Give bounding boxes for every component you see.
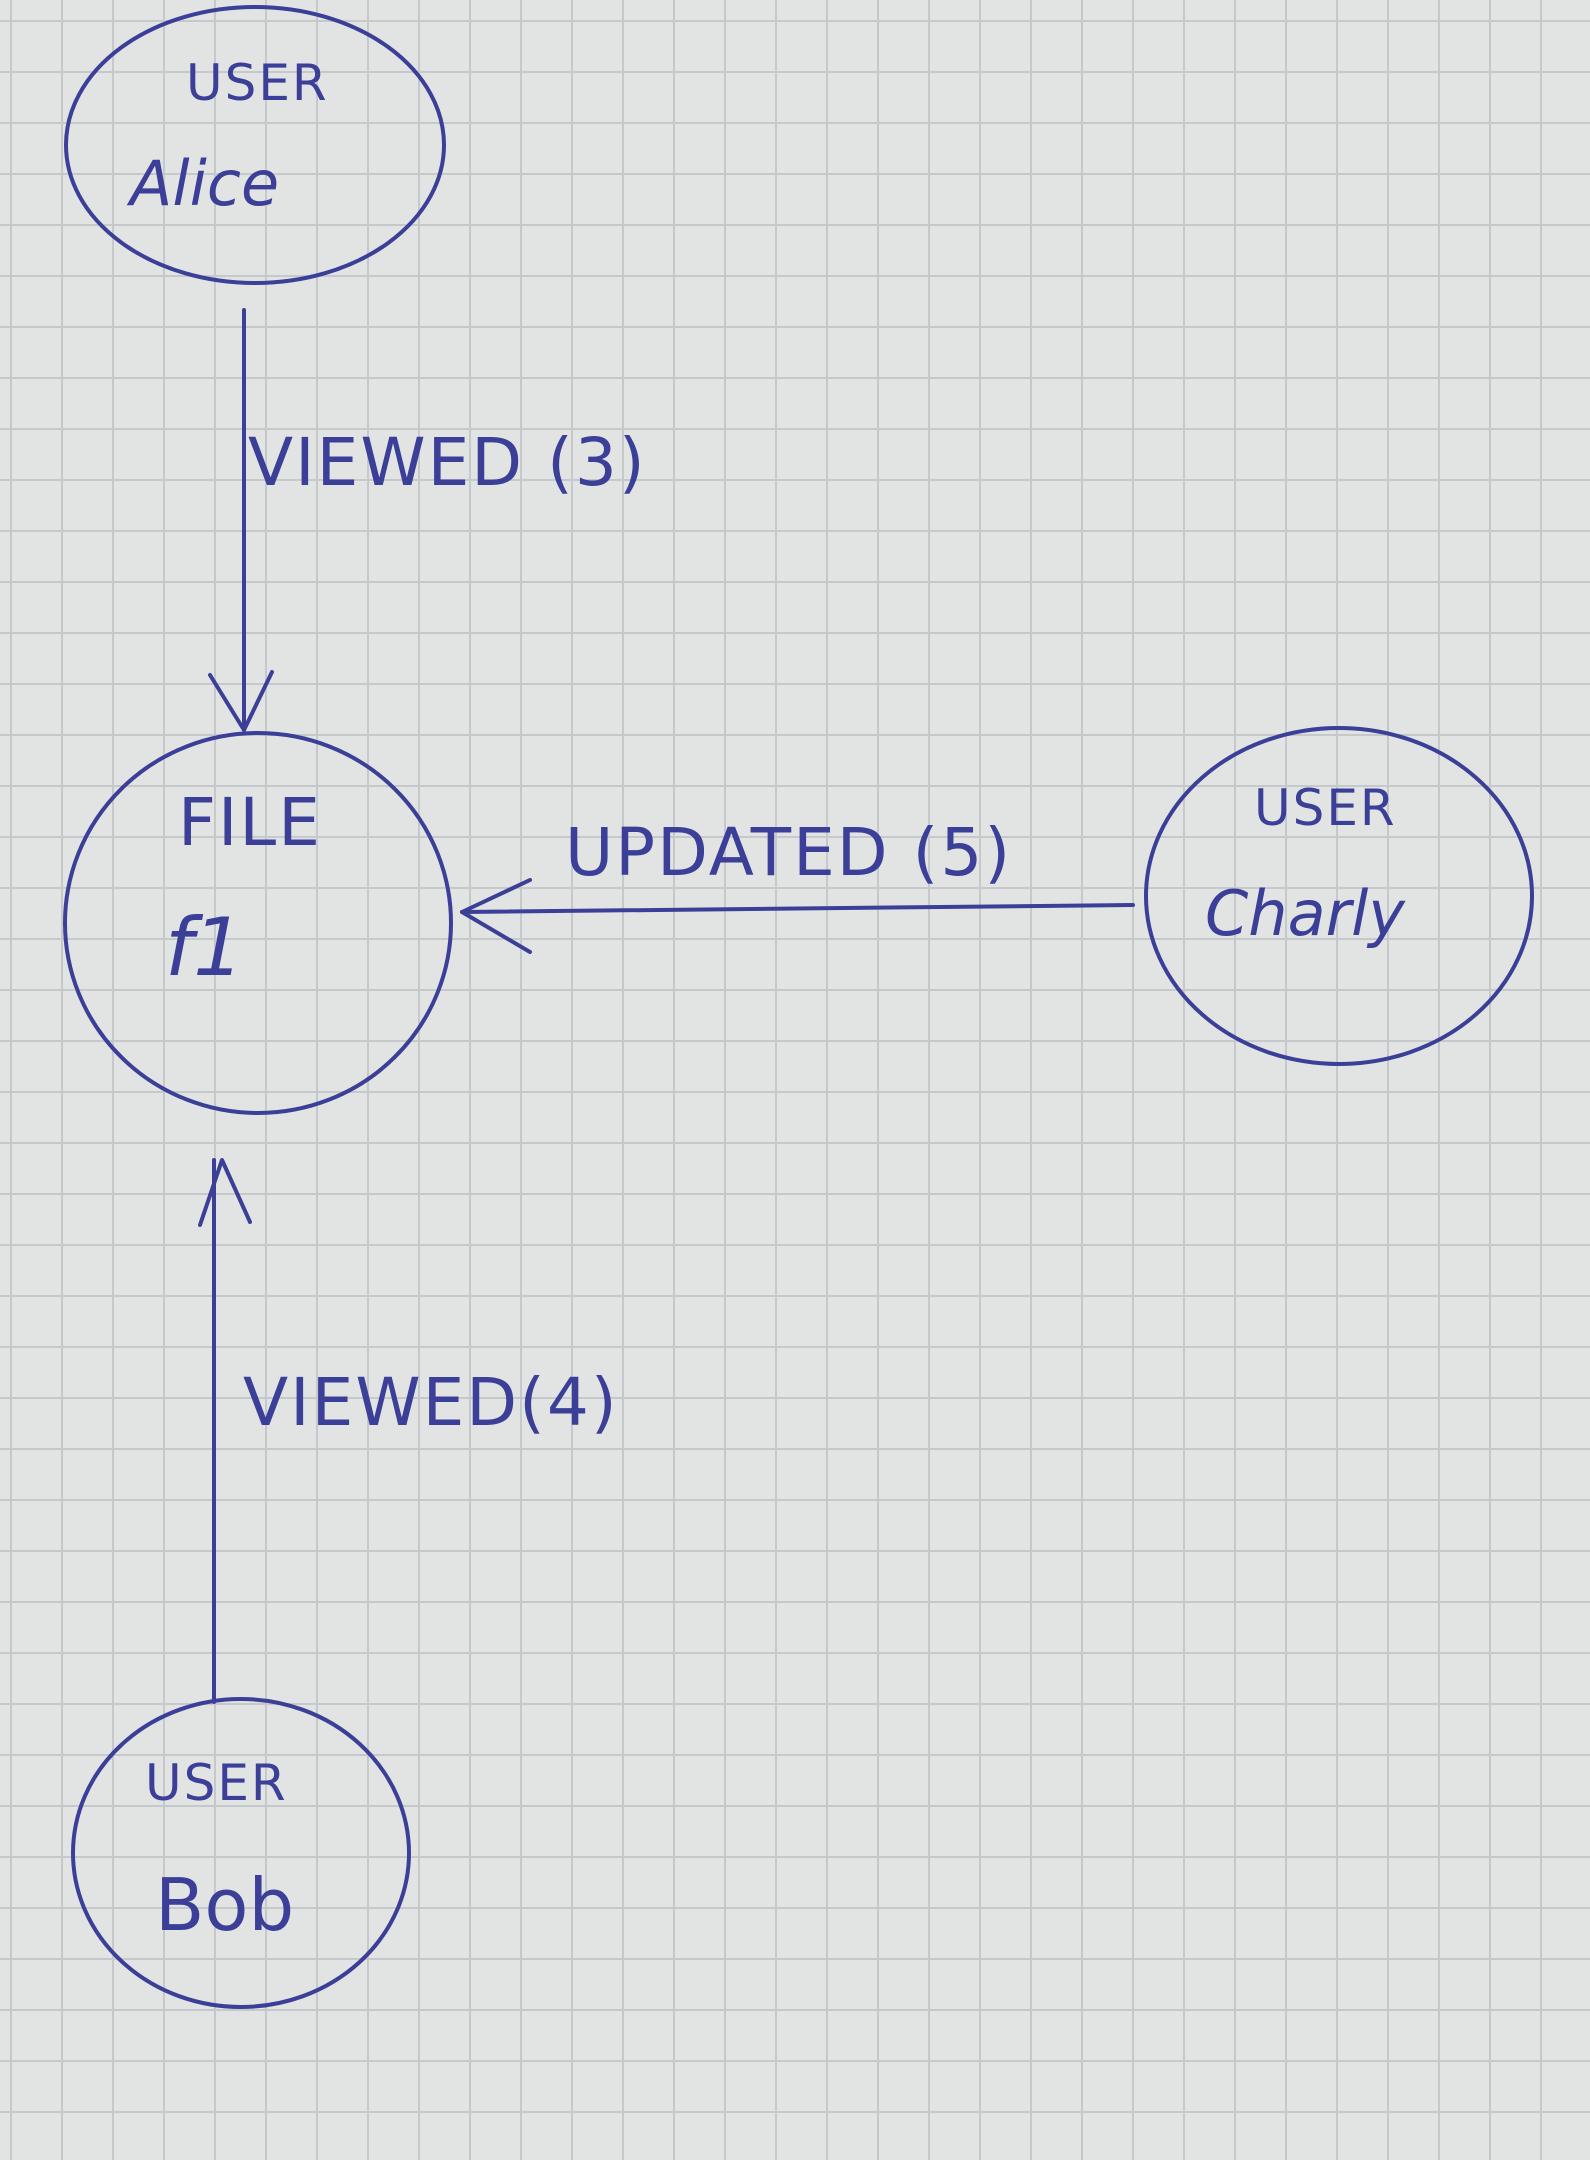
node-ellipse: [71, 1697, 411, 2009]
node-name-label: Alice: [126, 147, 279, 220]
node-type-label: FILE: [178, 784, 322, 861]
edge-charly-updated-file: UPDATED (5): [460, 814, 1135, 954]
node-name-label: Bob: [155, 1863, 294, 1947]
arrowhead-left-icon: [460, 878, 532, 954]
node-name-label: Charly: [1205, 877, 1406, 950]
node-user-charly: USER Charly: [1144, 726, 1534, 1066]
edge-label: VIEWED (3): [248, 424, 647, 501]
node-file-f1: FILE f1: [63, 731, 453, 1115]
node-type-label: USER: [145, 1754, 288, 1812]
node-type-label: USER: [186, 54, 329, 112]
node-type-label: USER: [1254, 779, 1397, 837]
edge-alice-viewed-file: VIEWED (3): [208, 308, 647, 732]
arrowhead-down-icon: [208, 670, 274, 732]
edge-bob-viewed-file: VIEWED(4): [198, 1158, 619, 1704]
node-name-label: f1: [165, 901, 244, 994]
node-user-alice: USER Alice: [64, 5, 446, 285]
node-ellipse: [64, 5, 446, 285]
arrowhead-up-icon: [198, 1158, 252, 1227]
node-ellipse: [63, 731, 453, 1115]
node-user-bob: USER Bob: [71, 1697, 411, 2009]
edge-label: UPDATED (5): [565, 814, 1012, 891]
edge-line: [460, 903, 1135, 914]
edge-label: VIEWED(4): [243, 1364, 619, 1441]
node-ellipse: [1144, 726, 1534, 1066]
